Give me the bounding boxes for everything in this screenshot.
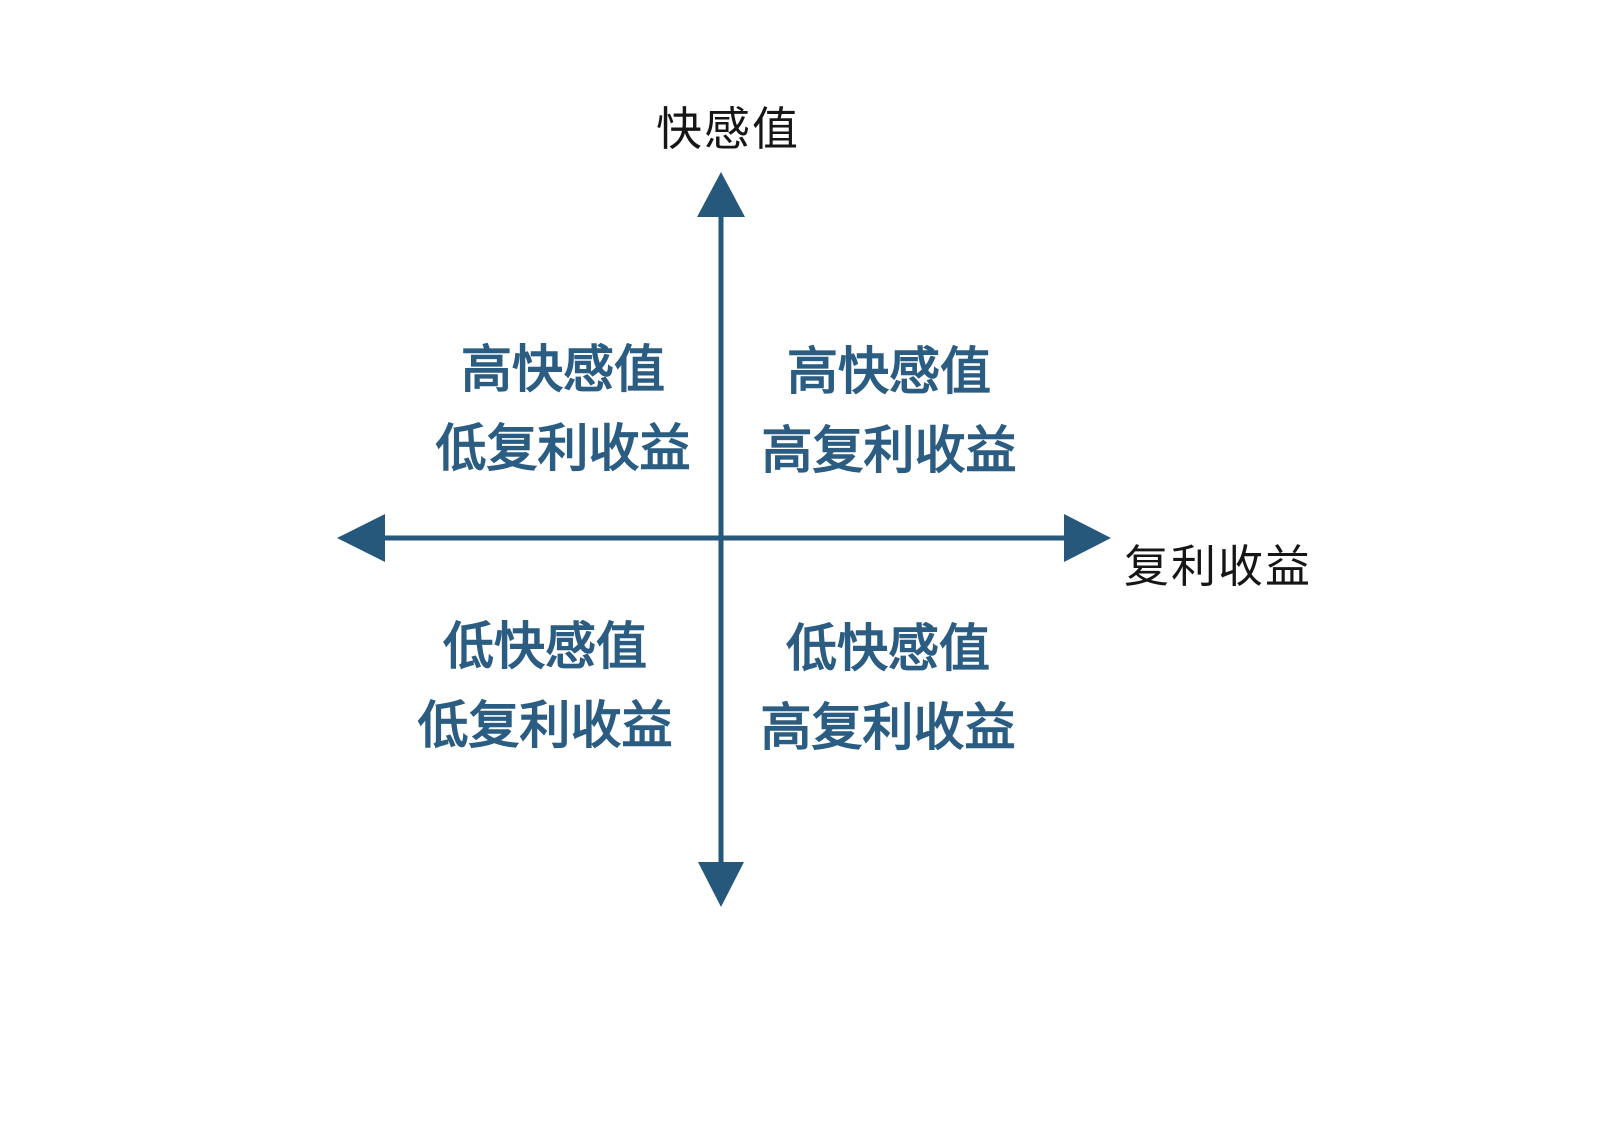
arrow-up-icon xyxy=(697,172,745,217)
arrow-down-icon xyxy=(698,862,744,907)
quadrant-label-line: 高快感值 xyxy=(786,343,991,400)
quadrant-label-line: 高复利收益 xyxy=(760,699,1016,756)
quadrant-bottom-right: 低快感值 高复利收益 xyxy=(728,623,1048,753)
quadrant-label-line: 高复利收益 xyxy=(761,422,1017,479)
quadrant-bottom-left: 低快感值 低复利收益 xyxy=(385,621,705,751)
quadrant-label-line: 低复利收益 xyxy=(435,420,691,477)
quadrant-label-line: 低快感值 xyxy=(442,618,647,675)
quadrant-top-right: 高快感值 高复利收益 xyxy=(729,346,1049,476)
quadrant-label-line: 高快感值 xyxy=(460,341,665,398)
arrow-left-icon xyxy=(337,514,385,562)
x-axis-label: 复利收益 xyxy=(1124,541,1313,592)
quadrant-label-line: 低快感值 xyxy=(785,620,990,677)
y-axis-label: 快感值 xyxy=(656,103,800,155)
quadrant-top-left: 高快感值 低复利收益 xyxy=(403,344,723,474)
arrow-right-icon xyxy=(1064,514,1111,562)
quadrant-label-line: 低复利收益 xyxy=(417,697,673,754)
